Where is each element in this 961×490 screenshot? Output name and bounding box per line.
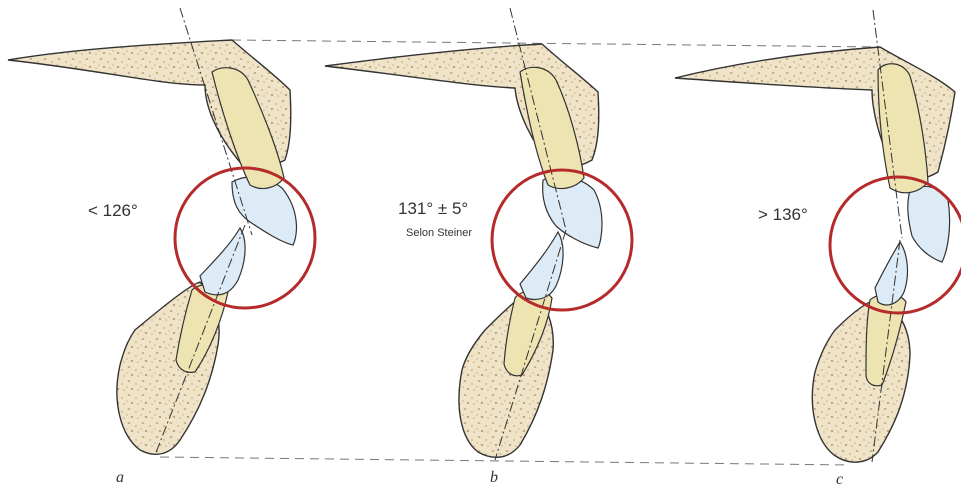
panel-letter: a (116, 469, 124, 486)
lower-incisor-crown (200, 228, 245, 295)
panel-b: 131° ± 5° Selon Steiner b (325, 8, 632, 486)
angle-label: < 126° (88, 201, 138, 220)
bottom-reference-line (160, 457, 850, 465)
lower-incisor-crown (520, 232, 563, 300)
lower-incisor-crown (875, 242, 907, 305)
panel-letter: b (490, 469, 498, 486)
angle-source-note: Selon Steiner (406, 227, 472, 239)
upper-incisor-crown (908, 186, 950, 262)
panel-letter: c (836, 471, 843, 488)
angle-label: 131° ± 5° (398, 199, 468, 218)
top-reference-line (232, 40, 880, 47)
angle-label: > 136° (758, 205, 808, 224)
panel-a: < 126° a (8, 8, 315, 486)
panel-c: > 136° c (675, 10, 961, 488)
